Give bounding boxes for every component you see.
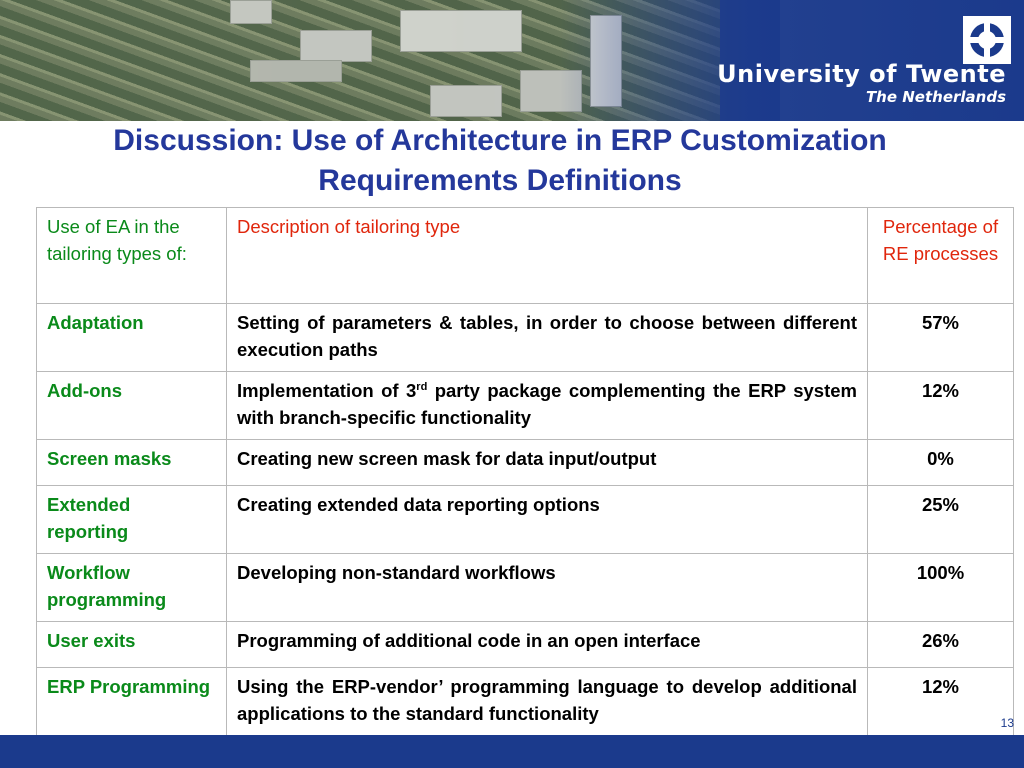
table-row: User exits Programming of additional cod… bbox=[36, 621, 1014, 668]
row-description: Using the ERP-vendor’ programming langua… bbox=[226, 667, 868, 736]
table-row: Workflow programming Developing non-stan… bbox=[36, 553, 1014, 622]
university-name: University of Twente bbox=[717, 60, 1006, 88]
slide-number: 13 bbox=[1000, 716, 1014, 730]
row-description: Setting of parameters & tables, in order… bbox=[226, 303, 868, 372]
row-description: Programming of additional code in an ope… bbox=[226, 621, 868, 668]
row-description: Creating new screen mask for data input/… bbox=[226, 439, 868, 486]
slide-title-line-2: Requirements Definitions bbox=[318, 164, 682, 197]
table-row: Extended reporting Creating extended dat… bbox=[36, 485, 1014, 554]
row-use: ERP Programming bbox=[36, 667, 227, 736]
row-description-prefix: Implementation of 3 bbox=[237, 380, 417, 401]
row-use: User exits bbox=[36, 621, 227, 668]
header-description: Description of tailoring type bbox=[226, 207, 868, 304]
row-percentage: 100% bbox=[867, 553, 1014, 622]
slide-title-line-1: Discussion: Use of Architecture in ERP C… bbox=[113, 124, 887, 157]
table-row: Adaptation Setting of parameters & table… bbox=[36, 303, 1014, 372]
row-percentage: 57% bbox=[867, 303, 1014, 372]
row-description: Creating extended data reporting options bbox=[226, 485, 868, 554]
tailoring-table: Use of EA in the tailoring types of: Des… bbox=[36, 207, 1014, 736]
university-country: The Netherlands bbox=[865, 88, 1006, 106]
slide-title: Discussion: Use of Architecture in ERP C… bbox=[0, 121, 1000, 201]
row-use: Screen masks bbox=[36, 439, 227, 486]
header-use: Use of EA in the tailoring types of: bbox=[36, 207, 227, 304]
row-use: Workflow programming bbox=[36, 553, 227, 622]
row-description-superscript: rd bbox=[416, 380, 428, 393]
row-use: Extended reporting bbox=[36, 485, 227, 554]
table-header-row: Use of EA in the tailoring types of: Des… bbox=[36, 207, 1014, 304]
row-use: Add-ons bbox=[36, 371, 227, 440]
row-percentage: 26% bbox=[867, 621, 1014, 668]
header-percentage: Percentage of RE processes bbox=[867, 207, 1014, 304]
row-description-suffix: party package complementing the ERP syst… bbox=[237, 380, 857, 428]
row-use: Adaptation bbox=[36, 303, 227, 372]
table-row: Add-ons Implementation of 3rd party pack… bbox=[36, 371, 1014, 440]
footer-bar bbox=[0, 735, 1024, 768]
row-percentage: 25% bbox=[867, 485, 1014, 554]
utwente-logo-icon bbox=[963, 16, 1011, 64]
photo-fade bbox=[560, 0, 780, 121]
row-percentage: 0% bbox=[867, 439, 1014, 486]
row-description: Developing non-standard workflows bbox=[226, 553, 868, 622]
row-percentage: 12% bbox=[867, 371, 1014, 440]
row-description: Implementation of 3rd party package comp… bbox=[226, 371, 868, 440]
header-banner: University of Twente The Netherlands bbox=[0, 0, 1024, 121]
table-row: ERP Programming Using the ERP-vendor’ pr… bbox=[36, 667, 1014, 736]
table-row: Screen masks Creating new screen mask fo… bbox=[36, 439, 1014, 486]
row-percentage: 12% bbox=[867, 667, 1014, 736]
